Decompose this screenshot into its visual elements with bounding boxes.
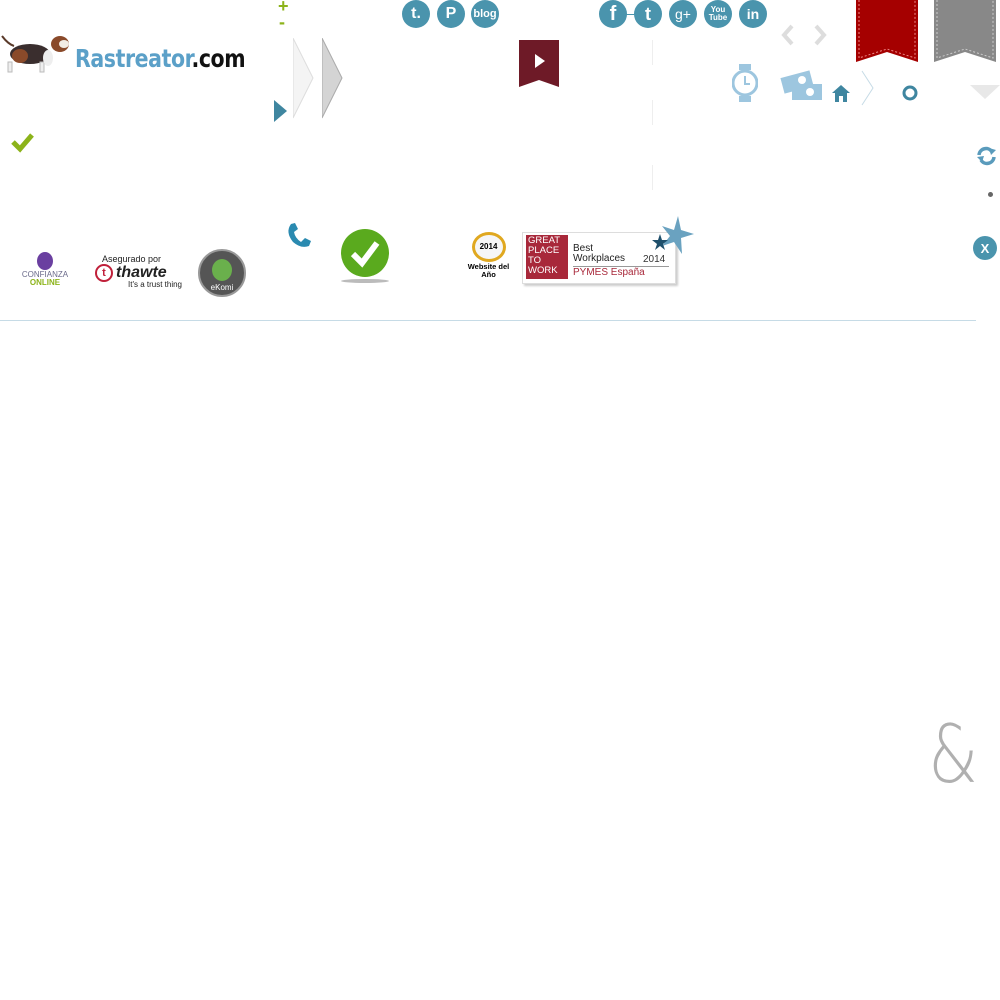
website-label: Website del Año [467,262,510,279]
close-label: X [980,240,990,256]
youtube-icon[interactable]: You Tube [704,0,732,28]
ekomi-seal[interactable]: eKomi [198,249,246,297]
online-label: ONLINE [29,278,61,287]
blog-label: blog [473,8,497,20]
thawte-logo-icon: t [95,264,113,282]
home-icon[interactable] [832,85,850,102]
zoom-in-button[interactable]: + [278,0,289,16]
watch-icon [732,64,758,102]
checkmark-large-icon [341,229,389,283]
close-button[interactable]: X [973,236,997,260]
website-del-ano-badge[interactable]: 2014 Website del Año [467,232,510,282]
gptw-year: 2014 [643,254,666,265]
confianza-logo-icon [37,252,53,270]
tumblr-label: t. [411,5,421,22]
play-arrow-icon[interactable] [274,100,287,123]
gptw-divider [573,266,669,267]
social-divider [626,14,635,15]
pinterest-label: P [445,5,457,22]
googleplus-icon[interactable]: g+ [669,0,697,28]
prev-next-arrows-icon[interactable] [780,24,828,46]
checkmark-small-icon [11,133,34,153]
zoom-out-button[interactable]: - [279,12,285,32]
great-place-to-work-badge[interactable]: GREAT PLACE TO WORK Best Workplaces 2014… [522,232,676,284]
chevron-right-light-icon[interactable] [293,38,315,120]
ampersand-decoration: & [928,708,979,801]
linkedin-label: in [746,6,760,22]
gptw-best: Best [573,243,594,254]
divider-line [652,40,653,65]
circle-icon [902,85,918,101]
bullet-dot [988,192,993,197]
divider-line [652,100,653,125]
chevron-right-gray-icon[interactable] [322,38,344,120]
linkedin-icon[interactable]: in [739,0,767,28]
ekomi-label: eKomi [210,283,234,292]
brand-name: Rastreator [75,44,192,73]
thawte-name: thawte [116,264,167,281]
tumblr-icon[interactable]: t. [402,0,430,28]
divider-line [652,165,653,190]
brand-tld: .com [191,44,246,73]
breadcrumb-chevron-icon [861,70,874,106]
twitter-label: t [645,3,651,24]
twitter-icon[interactable]: t [634,0,662,28]
facebook-label: f [609,2,617,25]
pinterest-icon[interactable]: P [437,0,465,28]
refresh-icon[interactable] [976,146,997,166]
blog-icon[interactable]: blog [471,0,499,28]
thawte-prefix: Asegurado por [102,254,162,264]
red-ribbon-icon[interactable] [856,0,920,68]
facebook-icon[interactable]: f [599,0,627,28]
phone-icon[interactable] [285,222,313,250]
star-icon [652,216,694,254]
googleplus-label: g+ [675,6,691,22]
dropdown-triangle-icon[interactable] [970,85,1000,99]
website-year: 2014 [479,242,498,251]
laurel-icon: 2014 [471,232,506,262]
thawte-badge[interactable]: Asegurado por t thawte It's a trust thin… [95,254,187,289]
confianza-label: CONFIANZA [21,270,69,279]
video-ribbon-icon[interactable] [519,40,563,90]
thawte-tagline: It's a trust thing [128,280,182,289]
header-divider [0,320,976,321]
gptw-region: PYMES España [573,267,645,278]
gptw-workplaces: Workplaces [573,253,626,264]
thumbs-up-icon [212,259,232,281]
money-icon [780,70,822,100]
confianza-online-badge[interactable]: CONFIANZA ONLINE [17,252,73,287]
basset-dog-logo-icon [1,35,69,73]
logo[interactable]: Rastreator.com [0,30,246,75]
youtube-label: You Tube [708,5,728,22]
gptw-logo: GREAT PLACE TO WORK [526,235,568,279]
gray-ribbon-icon[interactable] [934,0,998,68]
